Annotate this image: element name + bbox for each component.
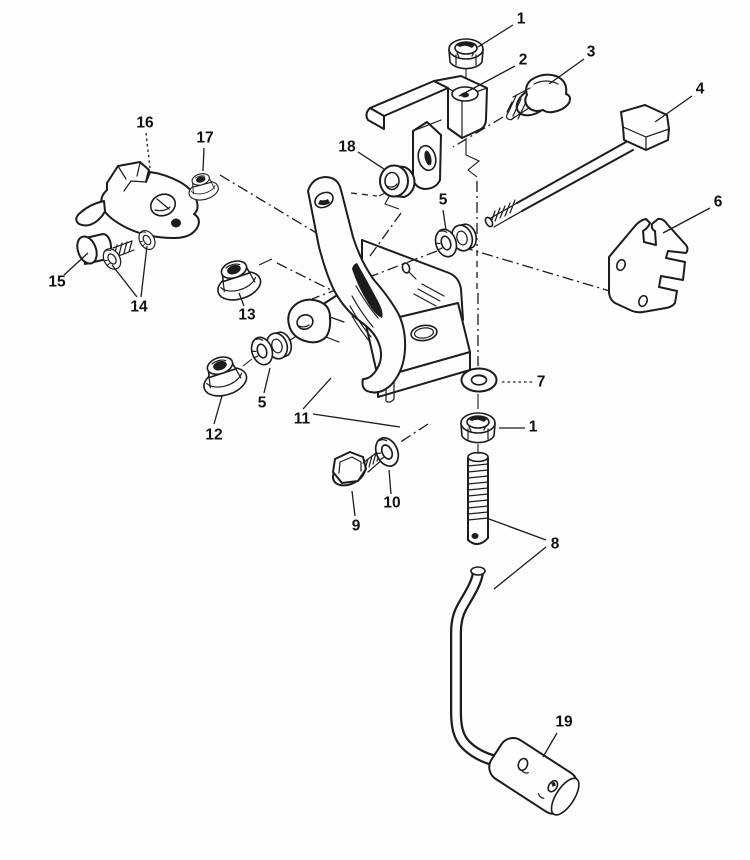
callout-5-lower: 5 [258, 395, 267, 412]
callout-17: 17 [196, 130, 213, 147]
callout-1-top: 1 [517, 11, 526, 28]
part-13-locknut [209, 254, 265, 306]
callout-13: 13 [238, 307, 256, 324]
part-18-bushing [379, 164, 416, 198]
centerlines [219, 64, 641, 455]
callout-9-leader [351, 490, 356, 517]
callout-15-leader [63, 252, 89, 276]
part-9-flange-bolt [331, 449, 384, 487]
callout-5-upper-leader [442, 209, 447, 231]
callout-10: 10 [383, 495, 400, 512]
callout-7: 7 [537, 374, 546, 391]
callout-18-leader [357, 151, 385, 170]
callout-13-leader [238, 292, 245, 307]
part-5-upper-washers [431, 220, 481, 261]
callout-3-leader [548, 58, 585, 85]
callout-14-leader [111, 264, 138, 298]
part-4-pivot-bolt [484, 104, 670, 228]
callout-3: 3 [587, 44, 596, 61]
part-15-screw [76, 233, 135, 265]
callout-2: 2 [519, 52, 528, 69]
part-19-grip [488, 737, 580, 816]
callout-10-leader [388, 469, 392, 495]
part-shift-lever-plate [307, 176, 407, 394]
callout-4: 4 [696, 81, 705, 98]
part-3-screw [505, 73, 571, 121]
callout-15: 15 [48, 274, 66, 291]
callout-5-lower-leader [263, 367, 271, 394]
callout-1-lower: 1 [529, 419, 538, 436]
callout-14-leader [140, 245, 148, 298]
part-7-washer [460, 367, 498, 393]
part-12-locknut [195, 350, 251, 402]
callout-11-leader [302, 377, 332, 410]
callout-6-leader [662, 207, 711, 234]
callout-1-top-leader [477, 24, 514, 48]
callout-4-leader [654, 95, 693, 123]
callout-14: 14 [130, 299, 148, 316]
part-16-cam-lever [75, 161, 200, 239]
callout-8: 8 [551, 536, 560, 553]
part-5-lower-washers [247, 328, 296, 369]
part-6-lock-plate [608, 217, 689, 314]
part-1-locknut-lower [460, 412, 496, 444]
part-1-locknut-top [448, 38, 484, 70]
callout-12-leader [213, 395, 223, 425]
callout-16-leader [145, 132, 151, 169]
callout-2-leader [458, 65, 516, 97]
callout-12: 12 [205, 427, 222, 444]
callout-19-leader [542, 732, 558, 758]
callout-9: 9 [352, 518, 361, 535]
callout-8-leader [493, 546, 547, 590]
callout-5-upper: 5 [439, 192, 448, 209]
part-11-lug [287, 298, 345, 344]
callout-17-leader [202, 147, 205, 172]
callout-11: 11 [294, 411, 311, 428]
callout-18: 18 [338, 139, 356, 156]
callout-11-leader [312, 413, 401, 428]
callout-19: 19 [555, 714, 573, 731]
callout-8-leader [488, 518, 547, 541]
callout-16: 16 [136, 115, 154, 132]
part-2-clevis-bracket [365, 75, 488, 190]
part-8-rod [450, 451, 502, 767]
callout-6: 6 [714, 194, 723, 211]
